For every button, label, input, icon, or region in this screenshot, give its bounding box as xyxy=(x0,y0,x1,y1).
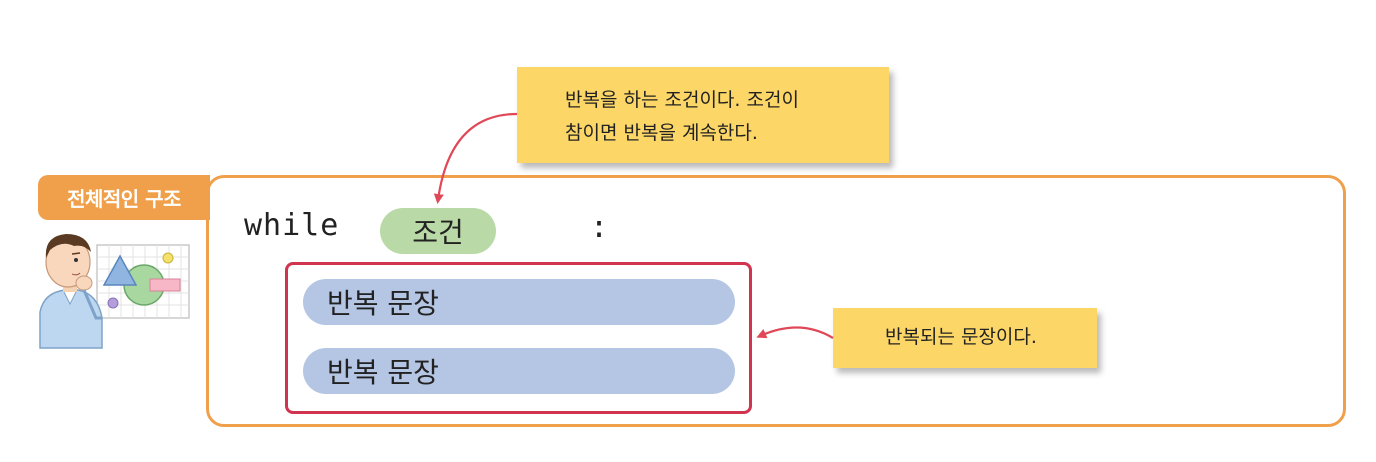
while-keyword: while xyxy=(244,208,340,243)
condition-pill: 조건 xyxy=(380,208,496,254)
statement-pill-2: 반복 문장 xyxy=(303,348,735,394)
colon-symbol: : xyxy=(590,210,609,245)
statement-pill-1: 반복 문장 xyxy=(303,279,735,325)
condition-callout-line-1: 반복을 하는 조건이다. 조건이 xyxy=(565,89,799,111)
body-callout-text: 반복되는 문장이다. xyxy=(885,326,1037,348)
thinking-student-illustration xyxy=(39,234,190,349)
condition-callout-line-2: 참이면 반복을 계속한다. xyxy=(565,122,758,144)
shapes-grid-illustration xyxy=(96,244,190,319)
body-callout: 반복되는 문장이다. xyxy=(833,308,1097,368)
section-tab: 전체적인 구조 xyxy=(38,175,210,220)
condition-callout: 반복을 하는 조건이다. 조건이 참이면 반복을 계속한다. xyxy=(517,67,889,163)
body-arrow xyxy=(756,326,834,339)
condition-arrow xyxy=(433,112,518,204)
